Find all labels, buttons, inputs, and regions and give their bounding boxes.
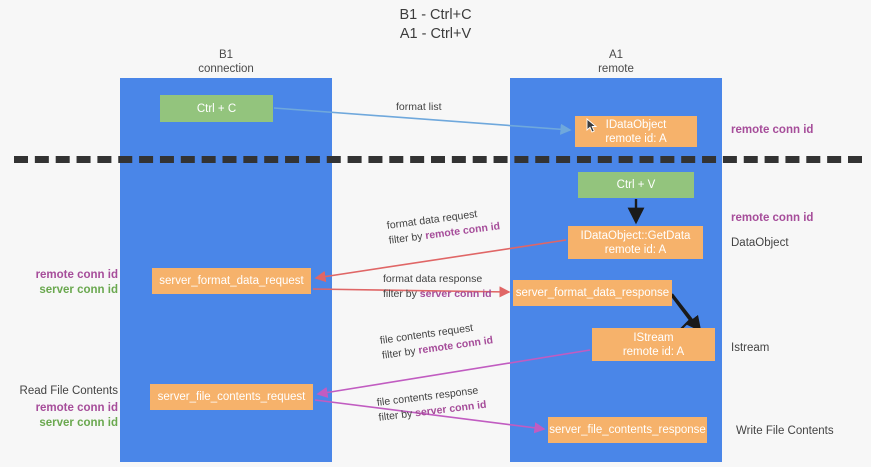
filter-prefix: filter by bbox=[381, 344, 420, 362]
right-label-remote-conn-id-1: remote conn id bbox=[731, 124, 814, 136]
node-server-file-contents-request[interactable]: server_file_contents_request bbox=[150, 384, 313, 410]
left-label-remote-conn-id: remote conn id bbox=[35, 269, 118, 281]
node-ctrl-v[interactable]: Ctrl + V bbox=[578, 172, 694, 198]
filter-prefix: filter by bbox=[388, 230, 427, 247]
edge-label-format-data-response: format data response filter by server co… bbox=[383, 272, 492, 302]
edge-label-format-data-response-filter: filter by server conn id bbox=[383, 287, 492, 302]
filter-key: server conn id bbox=[419, 288, 492, 300]
column-header-b1: B1 connection bbox=[198, 49, 254, 75]
left-label-conn-ids: remote conn id server conn id bbox=[18, 268, 118, 297]
left-label-server-conn-id-2: server conn id bbox=[39, 416, 118, 429]
left-label-conn-ids-2: remote conn id server conn id bbox=[18, 401, 118, 430]
edge-label-file-contents-request: file contents request filter by remote c… bbox=[379, 318, 494, 363]
node-server-format-data-request[interactable]: server_format_data_request bbox=[152, 268, 311, 294]
right-label-write-file-contents: Write File Contents bbox=[736, 425, 834, 437]
phase-divider bbox=[14, 156, 862, 163]
edge-label-format-data-request: format data request filter by remote con… bbox=[386, 204, 501, 248]
filter-prefix: filter by bbox=[377, 407, 416, 424]
node-istream[interactable]: IStream remote id: A bbox=[592, 328, 715, 361]
node-server-format-data-response[interactable]: server_format_data_response bbox=[513, 280, 672, 306]
left-label-read-file-contents: Read File Contents bbox=[19, 385, 118, 397]
column-header-a1: A1 remote bbox=[598, 49, 634, 75]
filter-prefix: filter by bbox=[383, 288, 420, 300]
page-title: B1 - Ctrl+C A1 - Ctrl+V bbox=[399, 7, 472, 42]
node-idataobject-getdata[interactable]: IDataObject::GetData remote id: A bbox=[568, 226, 703, 259]
node-idataobject[interactable]: IDataObject remote id: A bbox=[575, 116, 697, 147]
right-label-istream: Istream bbox=[731, 342, 770, 354]
node-ctrl-c[interactable]: Ctrl + C bbox=[160, 95, 273, 122]
edge-label-format-data-response-main: format data response bbox=[383, 273, 483, 285]
right-label-dataobject: DataObject bbox=[731, 237, 789, 249]
right-label-remote-conn-id-2: remote conn id bbox=[731, 212, 814, 224]
left-label-remote-conn-id-2: remote conn id bbox=[35, 402, 118, 414]
edge-label-file-contents-response: file contents response filter by server … bbox=[376, 383, 487, 426]
left-label-server-conn-id: server conn id bbox=[39, 283, 118, 296]
edge-label-format-list: format list bbox=[396, 101, 442, 113]
node-server-file-contents-response[interactable]: server_file_contents_response bbox=[548, 417, 707, 443]
